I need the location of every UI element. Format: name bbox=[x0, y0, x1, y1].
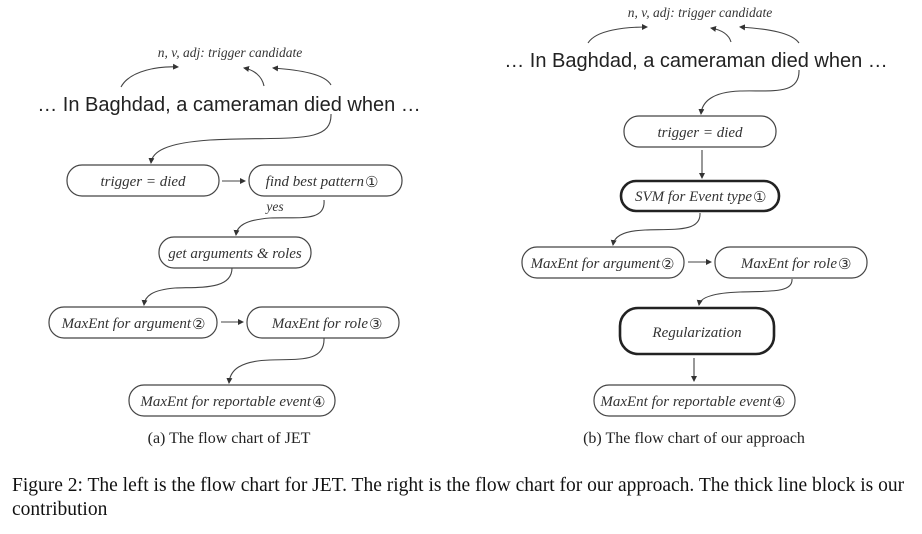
subcaption-b: (b) The flow chart of our approach bbox=[583, 430, 805, 447]
subcaption-a: (a) The flow chart of JET bbox=[148, 430, 311, 447]
arrow-svm-to-argument bbox=[610, 212, 701, 246]
node-label: find best pattern bbox=[266, 174, 364, 190]
node-label: MaxEnt for reportable event bbox=[599, 394, 771, 410]
arrow-cameraman-to-pos bbox=[243, 66, 265, 87]
node-maxent-argument: MaxEnt for argument ② bbox=[48, 306, 218, 339]
arrow-died-to-trigger bbox=[148, 113, 332, 164]
node-label: MaxEnt for argument bbox=[61, 316, 192, 332]
step-number-2: ② bbox=[192, 315, 205, 333]
node-label: MaxEnt for role bbox=[271, 316, 368, 332]
arrow-pattern-to-getargs bbox=[233, 199, 325, 236]
arrow-baghdad-to-pos bbox=[587, 24, 648, 44]
node-find-best-pattern: find best pattern ① bbox=[248, 164, 403, 197]
node-maxent-role: MaxEnt for role ③ bbox=[246, 306, 400, 339]
node-label: trigger = died bbox=[100, 174, 186, 190]
node-label: trigger = died bbox=[657, 125, 743, 141]
step-number-3: ③ bbox=[838, 255, 851, 273]
arrow-role-to-regularization bbox=[696, 278, 793, 306]
figure-caption: Figure 2: The left is the flow chart for… bbox=[12, 475, 905, 520]
node-label: Regularization bbox=[651, 325, 741, 341]
node-svm-event-type: SVM for Event type ① bbox=[619, 179, 781, 213]
step-number-1: ① bbox=[753, 188, 766, 206]
arrow-died-to-pos bbox=[272, 65, 332, 86]
arrow-role-to-reportable bbox=[226, 337, 325, 384]
node-trigger: trigger = died bbox=[66, 164, 220, 197]
sentence: … In Baghdad, a cameraman died when … bbox=[504, 50, 888, 72]
panel-b: n, v, adj: trigger candidate … In Baghda… bbox=[504, 5, 888, 447]
arrow-died-to-trigger bbox=[698, 69, 800, 115]
sentence: … In Baghdad, a cameraman died when … bbox=[37, 94, 421, 116]
node-get-arguments-roles: get arguments & roles bbox=[158, 236, 312, 269]
node-maxent-role: MaxEnt for role ③ bbox=[714, 246, 868, 279]
edge-label-yes: yes bbox=[264, 199, 283, 214]
node-label: SVM for Event type bbox=[635, 189, 752, 205]
node-label: MaxEnt for argument bbox=[530, 256, 661, 272]
node-maxent-reportable-event: MaxEnt for reportable event ④ bbox=[128, 384, 336, 417]
step-number-2: ② bbox=[661, 255, 674, 273]
arrow-baghdad-to-pos bbox=[120, 63, 179, 88]
pos-label: n, v, adj: trigger candidate bbox=[628, 5, 772, 20]
step-number-4: ④ bbox=[312, 393, 325, 411]
step-number-1: ① bbox=[365, 173, 378, 191]
node-maxent-reportable-event: MaxEnt for reportable event ④ bbox=[593, 384, 796, 417]
panel-a: n, v, adj: trigger candidate … In Baghda… bbox=[37, 45, 421, 447]
arrow-died-to-pos bbox=[739, 24, 800, 44]
arrow-getargs-to-argument bbox=[141, 267, 233, 306]
node-label: MaxEnt for reportable event bbox=[139, 394, 311, 410]
figure-canvas: n, v, adj: trigger candidate … In Baghda… bbox=[37, 5, 888, 447]
pos-label: n, v, adj: trigger candidate bbox=[158, 45, 302, 60]
step-number-3: ③ bbox=[369, 315, 382, 333]
node-label: MaxEnt for role bbox=[740, 256, 837, 272]
node-label: get arguments & roles bbox=[168, 246, 302, 262]
arrow-cameraman-to-pos bbox=[710, 25, 732, 43]
node-regularization: Regularization bbox=[618, 306, 776, 356]
step-number-4: ④ bbox=[772, 393, 785, 411]
node-trigger: trigger = died bbox=[623, 115, 777, 148]
node-maxent-argument: MaxEnt for argument ② bbox=[521, 246, 685, 279]
